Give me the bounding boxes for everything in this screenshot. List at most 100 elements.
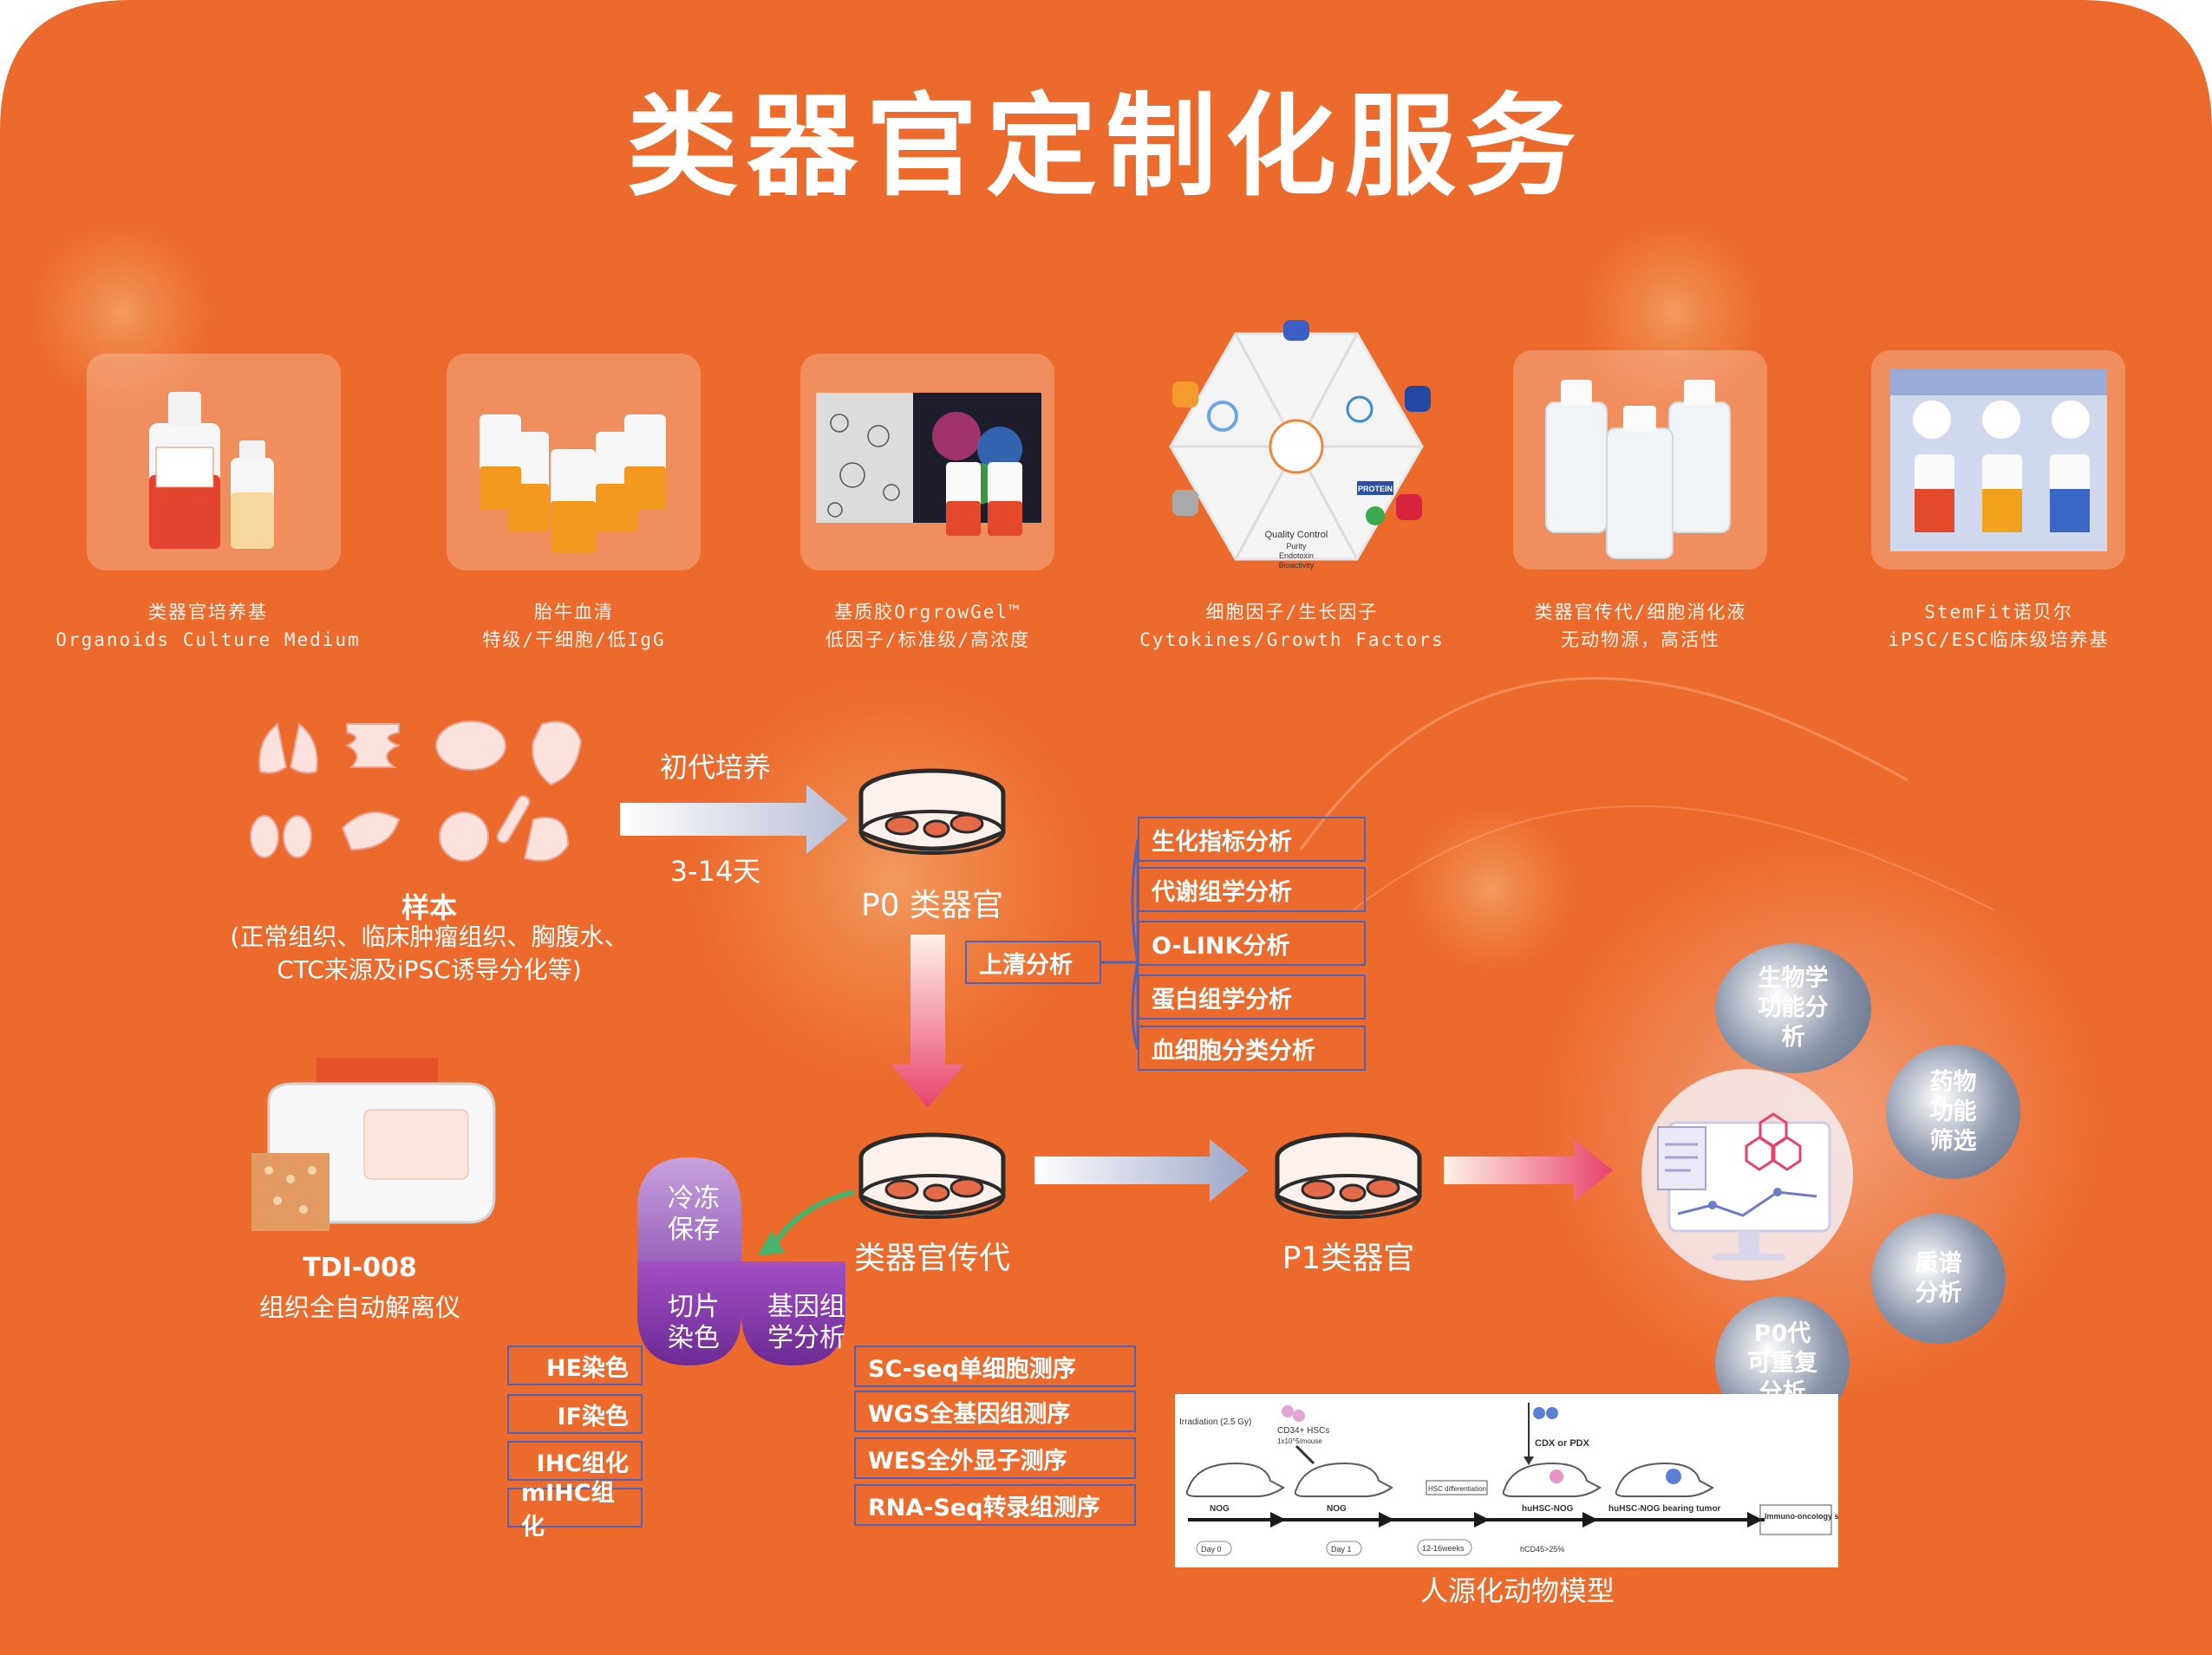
product-card-matrigel xyxy=(800,354,1054,570)
heart-icon xyxy=(532,720,583,786)
clover-diagram xyxy=(637,1157,845,1365)
sample-title: 样本 xyxy=(401,891,457,924)
supernatant-item: 代谢组学分析 xyxy=(1138,867,1366,912)
label-nog-1: NOG xyxy=(1210,1504,1230,1514)
cytokine-hexagon-diagram: PROTEIN Quality Control Purity Endotoxin… xyxy=(1169,320,1431,570)
organ-icons xyxy=(250,720,583,862)
analysis-computer-icon xyxy=(1641,1069,1853,1280)
clover-freeze: 冷冻 保存 xyxy=(646,1183,741,1246)
clover-gene: 基因组 学分析 xyxy=(754,1292,858,1354)
product-caption-line1: 基质胶OrgrowGel™ xyxy=(834,602,1021,622)
analysis-circle-line: 析 xyxy=(1781,1024,1805,1051)
freeze-leaf xyxy=(637,1157,741,1261)
stain-item: IHC组化 xyxy=(507,1441,643,1481)
supernatant-item: 生化指标分析 xyxy=(1138,817,1366,862)
analysis-circle-line: 筛选 xyxy=(1929,1127,1977,1155)
seq-item: WES全外显子测序 xyxy=(854,1437,1136,1479)
label-nog-2: NOG xyxy=(1327,1504,1347,1514)
analysis-circle-line: 药物 xyxy=(1929,1068,1977,1096)
stain-item: mIHC组化 xyxy=(507,1480,643,1541)
product-caption-digest: 类器官传代/细胞消化液 无动物源，高活性 xyxy=(1458,598,1823,654)
p1-label: P1类器官 xyxy=(1282,1241,1415,1276)
product-caption-line2: 特级/干细胞/低IgG xyxy=(482,629,666,650)
clover-slice: 切片 染色 xyxy=(646,1292,741,1354)
p0-dish-icon xyxy=(858,768,1006,855)
product-caption-line2: iPSC/ESC临床级培养基 xyxy=(1888,629,2110,650)
bone-icon xyxy=(496,795,531,844)
analysis-circle-line: 质谱 xyxy=(1915,1250,1962,1277)
clover-slice-line: 染色 xyxy=(668,1323,720,1353)
mouse-icon xyxy=(1294,1462,1393,1497)
product-caption-line2: 低因子/标准级/高浓度 xyxy=(825,629,1031,650)
analysis-circle-line: 功能 xyxy=(1929,1098,1977,1125)
product-card-digest xyxy=(1513,350,1767,570)
product-caption-line2: 无动物源，高活性 xyxy=(1561,629,1720,650)
clover-freeze-line: 冷冻 xyxy=(668,1183,720,1214)
product-caption-matrigel: 基质胶OrgrowGel™ 低因子/标准级/高浓度 xyxy=(746,598,1110,654)
seq-item: SC-seq单细胞测序 xyxy=(854,1346,1136,1387)
culture-arrow-top: 初代培养 xyxy=(659,751,771,784)
brain-icon xyxy=(435,720,506,771)
uterus-icon xyxy=(439,811,489,862)
label-tumor: huHSC-NOG bearing tumor xyxy=(1608,1504,1721,1514)
product-caption-line1: StemFit诺贝尔 xyxy=(1924,602,2073,622)
culture-arrow-bottom: 3-14天 xyxy=(669,855,761,888)
product-caption-serum: 胎牛血清 特级/干细胞/低IgG xyxy=(392,598,756,654)
intestine-icon xyxy=(344,723,401,768)
product-caption-stemfit: StemFit诺贝尔 iPSC/ESC临床级培养基 xyxy=(1817,598,2181,654)
analysis-circle-line: 可重复 xyxy=(1747,1349,1817,1377)
product-card-stemfit xyxy=(1871,350,2125,570)
passage-dish-icon xyxy=(858,1132,1006,1219)
hex-line-3: Endotoxin xyxy=(1279,551,1314,560)
product-card-serum xyxy=(447,354,701,570)
label-weeks: 12-16weeks xyxy=(1422,1544,1465,1553)
analysis-circle-bio: 生物学 功能分 析 xyxy=(1715,943,1871,1073)
digest-bottles-image xyxy=(1545,380,1731,559)
supernatant-label: 上清分析 xyxy=(965,941,1101,984)
seq-item: WGS全基因组测序 xyxy=(854,1391,1136,1432)
analysis-circle-line: 功能分 xyxy=(1758,994,1829,1021)
supernatant-item: 血细胞分类分析 xyxy=(1138,1026,1366,1071)
gene-leaf xyxy=(741,1261,845,1365)
passage-label: 类器官传代 xyxy=(853,1241,1010,1276)
label-hcd45: hCD45>25% xyxy=(1520,1545,1564,1554)
slice-leaf xyxy=(637,1261,741,1365)
label-hsc: CD34+ HSCs xyxy=(1277,1426,1329,1436)
product-caption-line1: 细胞因子/生长因子 xyxy=(1205,602,1379,622)
label-immuno: Immuno-oncology study xyxy=(1765,1512,1838,1521)
kidney-icon xyxy=(250,815,279,858)
lung-icon xyxy=(258,722,288,774)
animal-model-caption: 人源化动物模型 xyxy=(1419,1574,1615,1607)
label-hsc-sub: 1x10^5/mouse xyxy=(1277,1437,1322,1445)
stain-item: IF染色 xyxy=(507,1394,643,1434)
device-desc: 组织全自动解离仪 xyxy=(258,1293,460,1322)
product-caption-line1: 胎牛血清 xyxy=(534,602,614,622)
product-caption-line1: 类器官培养基 xyxy=(148,602,268,622)
animal-model-panel: Irradiation (2.5 Gy) CD34+ HSCs 1x10^5/m… xyxy=(1175,1394,1856,1567)
stemfit-poster-image xyxy=(1890,369,2107,551)
analysis-circle-line: 生物学 xyxy=(1758,965,1829,992)
protein-tag: PROTEIN xyxy=(1358,485,1393,493)
device-name: TDI-008 xyxy=(303,1253,417,1283)
stain-item: HE染色 xyxy=(507,1346,643,1385)
label-day1: Day 1 xyxy=(1331,1545,1352,1554)
supernatant-item: O-LINK分析 xyxy=(1138,921,1366,966)
label-day0: Day 0 xyxy=(1201,1545,1222,1554)
page-title: 类器官定制化服务 xyxy=(626,82,1584,212)
mouse-icon xyxy=(1185,1462,1285,1497)
medium-bottles-image xyxy=(149,392,274,549)
matrigel-image xyxy=(816,393,1041,536)
sample-desc-line1: (正常组织、临床肿瘤组织、胸腹水、 xyxy=(230,922,629,951)
serum-bottles-image xyxy=(480,414,666,553)
stomach-icon xyxy=(523,817,570,862)
product-caption-line2: Organoids Culture Medium xyxy=(55,629,361,650)
analysis-circle-line: P0代 xyxy=(1753,1319,1811,1347)
product-caption-medium: 类器官培养基 Organoids Culture Medium xyxy=(26,598,390,654)
label-cdx: CDX or PDX xyxy=(1535,1438,1590,1449)
product-caption-line2: Cytokines/Growth Factors xyxy=(1139,629,1445,650)
clover-slice-line: 切片 xyxy=(668,1292,720,1322)
clover-freeze-line: 保存 xyxy=(668,1215,720,1245)
label-irradiation: Irradiation (2.5 Gy) xyxy=(1179,1417,1251,1427)
